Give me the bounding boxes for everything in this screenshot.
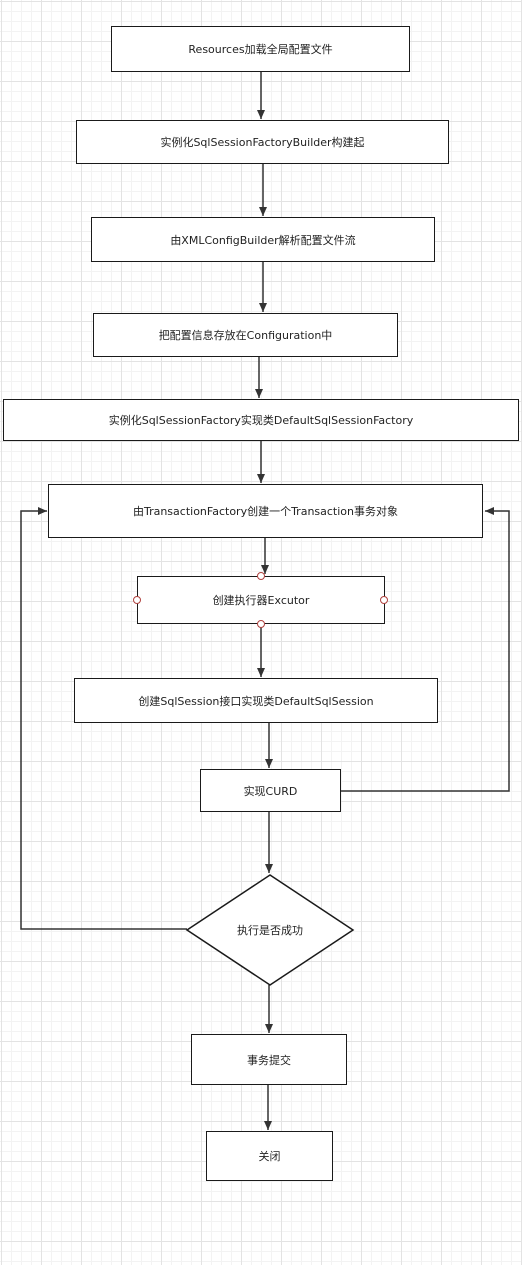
- decision-diamond: [185, 874, 355, 986]
- step-instantiate-builder: 实例化SqlSessionFactoryBuilder构建起: [76, 120, 449, 164]
- step-store-configuration: 把配置信息存放在Configuration中: [93, 313, 398, 357]
- connection-handle-left[interactable]: [133, 596, 141, 604]
- connection-handle-top[interactable]: [257, 572, 265, 580]
- step-create-executor: 创建执行器Excutor: [137, 576, 385, 624]
- decision-label: 执行是否成功: [237, 924, 303, 937]
- step-commit: 事务提交: [191, 1034, 347, 1085]
- step-parse-config: 由XMLConfigBuilder解析配置文件流: [91, 217, 435, 262]
- step-close: 关闭: [206, 1131, 333, 1181]
- step-create-sqlsession: 创建SqlSession接口实现类DefaultSqlSession: [74, 678, 438, 723]
- loop-decision-to-transaction: [20, 507, 187, 930]
- loop-curd-to-transaction: [341, 507, 510, 792]
- step-load-config: Resources加载全局配置文件: [111, 26, 410, 72]
- step-instantiate-factory: 实例化SqlSessionFactory实现类DefaultSqlSession…: [3, 399, 519, 441]
- connection-handle-bottom[interactable]: [257, 620, 265, 628]
- step-curd: 实现CURD: [200, 769, 341, 812]
- connection-handle-right[interactable]: [380, 596, 388, 604]
- step-create-transaction: 由TransactionFactory创建一个Transaction事务对象: [48, 484, 483, 538]
